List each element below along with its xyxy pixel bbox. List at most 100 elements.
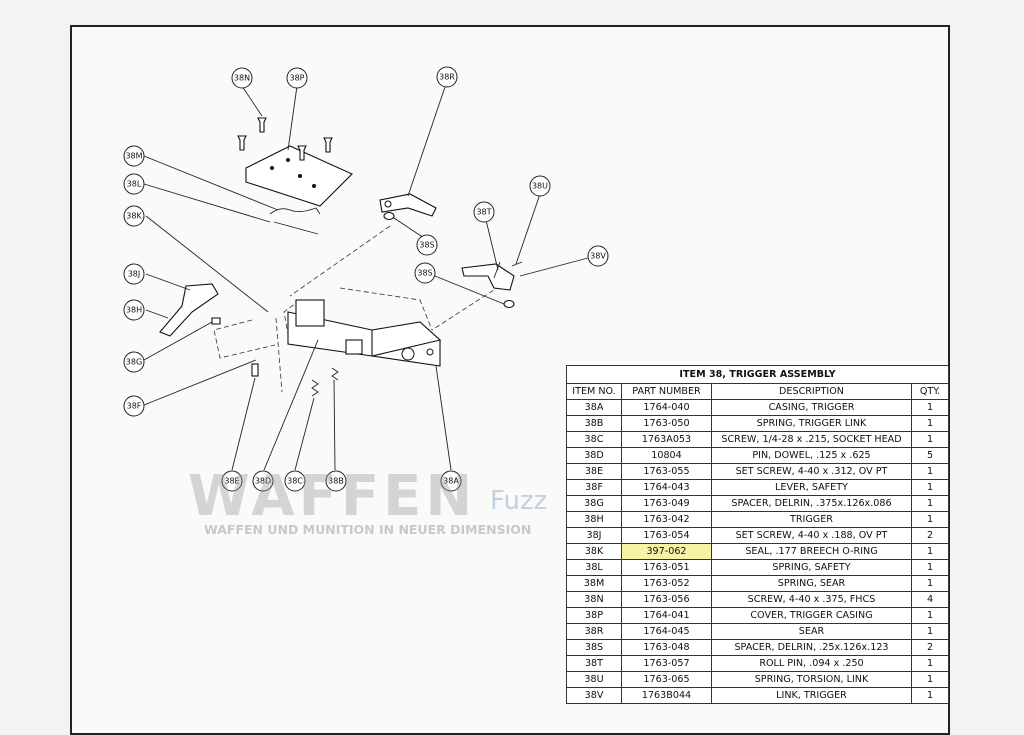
svg-text:38C: 38C <box>287 477 303 486</box>
svg-text:38S: 38S <box>417 269 432 278</box>
cell-part-number: 1763-056 <box>621 591 712 608</box>
cell-description: SCREW, 4-40 x .375, FHCS <box>711 591 912 608</box>
svg-text:38D: 38D <box>255 477 271 486</box>
springs <box>311 367 339 397</box>
cell-item-no: 38H <box>566 511 622 528</box>
svg-text:38T: 38T <box>476 208 491 217</box>
parts-list-table: ITEM 38, TRIGGER ASSEMBLY ITEM NO. PART … <box>565 365 950 704</box>
cell-qty: 1 <box>910 511 950 528</box>
svg-text:38F: 38F <box>127 402 142 411</box>
cell-description: COVER, TRIGGER CASING <box>711 607 912 624</box>
svg-text:38J: 38J <box>128 270 141 279</box>
cell-qty: 1 <box>910 687 950 704</box>
cell-part-number: 1763-054 <box>621 527 712 544</box>
cover-trigger-casing <box>245 145 353 207</box>
cell-item-no: 38B <box>566 415 622 432</box>
cell-description: SPRING, TRIGGER LINK <box>711 415 912 432</box>
cell-item-no: 38R <box>566 623 622 640</box>
sear <box>379 193 437 217</box>
cell-item-no: 38S <box>566 639 622 656</box>
callout-38g: 38G <box>123 351 145 373</box>
cell-item-no: 38G <box>566 495 622 512</box>
callout-38s-lower: 38S <box>414 262 436 284</box>
cell-qty: 2 <box>910 527 950 544</box>
cell-item-no: 38N <box>566 591 622 608</box>
cell-description: SPACER, DELRIN, .25x.126x.123 <box>711 639 912 656</box>
callout-38k: 38K <box>123 205 145 227</box>
cell-item-no: 38T <box>566 655 622 672</box>
cell-item-no: 38A <box>566 399 622 416</box>
cell-qty: 1 <box>910 479 950 496</box>
cell-qty: 1 <box>910 559 950 576</box>
cell-description: SET SCREW, 4-40 x .312, OV PT <box>711 463 912 480</box>
cell-description: LEVER, SAFETY <box>711 479 912 496</box>
cell-qty: 1 <box>910 607 950 624</box>
cell-part-number: 1763-042 <box>621 511 712 528</box>
svg-text:38K: 38K <box>126 212 142 221</box>
cell-description: SPACER, DELRIN, .375x.126x.086 <box>711 495 912 512</box>
svg-text:38B: 38B <box>328 477 344 486</box>
spring-sear <box>269 207 321 235</box>
col-description: DESCRIPTION <box>711 383 912 400</box>
callout-38s-upper: 38S <box>416 234 438 256</box>
screws-fhcs <box>237 117 333 161</box>
cell-item-no: 38J <box>566 527 622 544</box>
cell-part-number: 1763-065 <box>621 671 712 688</box>
cell-part-number: 1763-049 <box>621 495 712 512</box>
cell-part-number: 1763-055 <box>621 463 712 480</box>
callout-38e: 38E <box>221 470 243 492</box>
cell-item-no: 38V <box>566 687 622 704</box>
cell-description: SEAL, .177 BREECH O-RING <box>711 543 912 560</box>
callout-38h: 38H <box>123 299 145 321</box>
cell-description: CASING, TRIGGER <box>711 399 912 416</box>
cell-description: LINK, TRIGGER <box>711 687 912 704</box>
cell-description: SPRING, SAFETY <box>711 559 912 576</box>
callout-38t: 38T <box>473 201 495 223</box>
cell-qty: 5 <box>910 447 950 464</box>
cell-part-number: 1763-048 <box>621 639 712 656</box>
cell-qty: 1 <box>910 431 950 448</box>
cell-qty: 1 <box>910 415 950 432</box>
cell-description: PIN, DOWEL, .125 x .625 <box>711 447 912 464</box>
cell-item-no: 38F <box>566 479 622 496</box>
table-title: ITEM 38, TRIGGER ASSEMBLY <box>565 365 950 384</box>
cell-qty: 1 <box>910 655 950 672</box>
cell-description: SEAR <box>711 623 912 640</box>
cell-part-number: 1763-057 <box>621 655 712 672</box>
cell-item-no: 38L <box>566 559 622 576</box>
cell-item-no: 38K <box>566 543 622 560</box>
callout-38f: 38F <box>123 395 145 417</box>
cell-item-no: 38M <box>566 575 622 592</box>
cell-part-number: 10804 <box>621 447 712 464</box>
svg-text:38H: 38H <box>126 306 142 315</box>
svg-text:38V: 38V <box>590 252 606 261</box>
cell-qty: 1 <box>910 623 950 640</box>
cell-qty: 4 <box>910 591 950 608</box>
cell-part-number: 397-062 <box>621 543 712 560</box>
spacer-delrin-sear <box>383 211 395 221</box>
svg-text:38A: 38A <box>443 477 459 486</box>
cell-qty: 1 <box>910 399 950 416</box>
callout-38r: 38R <box>436 66 458 88</box>
callout-38l: 38L <box>123 173 145 195</box>
cell-part-number: 1763B044 <box>621 687 712 704</box>
cell-part-number: 1763-052 <box>621 575 712 592</box>
callout-38u: 38U <box>529 175 551 197</box>
cell-qty: 1 <box>910 543 950 560</box>
cell-part-number: 1763-050 <box>621 415 712 432</box>
svg-text:38U: 38U <box>532 182 548 191</box>
svg-text:38N: 38N <box>234 74 250 83</box>
col-item-no: ITEM NO. <box>566 383 622 400</box>
cell-qty: 1 <box>910 671 950 688</box>
